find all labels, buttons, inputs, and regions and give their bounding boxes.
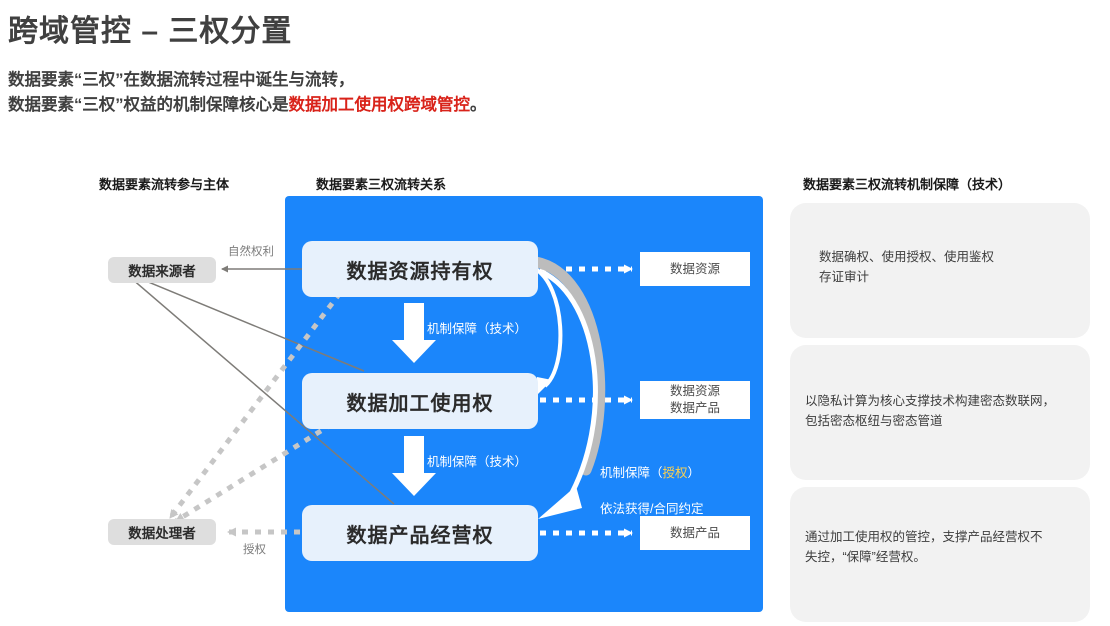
panel-label-auth-suffix: ） — [687, 466, 701, 480]
subject-data-source[interactable]: 数据来源者 — [108, 257, 216, 283]
column-heading-subjects: 数据要素流转参与主体 — [99, 177, 230, 192]
edge-label-authorize: 授权 — [243, 544, 266, 556]
subtitle-highlight: 数据加工使用权跨域管控 — [288, 96, 471, 114]
tech-card-2-text: 以隐私计算为核心支撑技术构建密态数联网， 包括密态枢纽与密态管道 — [805, 394, 1056, 428]
panel-label-mechanism-tech-1: 机制保障（技术） — [427, 322, 528, 336]
subtitle-line-1: 数据要素“三权”在数据流转过程中诞生与流转， — [8, 71, 355, 89]
subtitle-line-2-suffix: 。 — [470, 96, 487, 114]
tech-card-privacy-computing: 以隐私计算为核心支撑技术构建密态数联网， 包括密态枢纽与密态管道 — [790, 345, 1090, 480]
output-box-data-resource: 数据资源 — [640, 252, 750, 286]
tech-card-operation-control: 通过加工使用权的管控，支撑产品经营权不 失控，“保障”经营权。 — [790, 487, 1090, 622]
subject-data-processor[interactable]: 数据处理者 — [108, 519, 216, 545]
panel-label-auth-prefix: 机制保障（ — [600, 466, 663, 480]
right-box-holding[interactable]: 数据资源持有权 — [302, 241, 538, 297]
page-title: 跨域管控 – 三权分置 — [8, 15, 293, 48]
output-box-data-resource-product: 数据资源 数据产品 — [640, 381, 750, 419]
column-heading-rights: 数据要素三权流转关系 — [316, 177, 447, 192]
subtitle: 数据要素“三权”在数据流转过程中诞生与流转， 数据要素“三权”权益的机制保障核心… — [8, 68, 487, 118]
panel-label-mechanism-authorization: 机制保障（授权） 依法获得/合同约定 — [600, 446, 703, 536]
panel-label-auth-line-2: 依法获得/合同约定 — [600, 502, 704, 516]
panel-label-auth-line-1: 机制保障（授权） — [600, 464, 703, 482]
tech-card-confirmation: 数据确权、使用授权、使用鉴权 存证审计 — [790, 203, 1090, 338]
tech-card-1-text: 数据确权、使用授权、使用鉴权 存证审计 — [819, 250, 995, 284]
column-heading-tech: 数据要素三权流转机制保障（技术） — [803, 177, 1012, 192]
tech-card-3-text: 通过加工使用权的管控，支撑产品经营权不 失控，“保障”经营权。 — [805, 530, 1043, 564]
right-box-product-operation[interactable]: 数据产品经营权 — [302, 505, 538, 561]
panel-label-auth-amber: 授权 — [662, 466, 688, 480]
subtitle-line-2: 数据要素“三权”权益的机制保障核心是数据加工使用权跨域管控。 — [8, 93, 487, 118]
panel-label-mechanism-tech-2: 机制保障（技术） — [427, 455, 528, 469]
subtitle-line-2-prefix: 数据要素“三权”权益的机制保障核心是 — [8, 96, 289, 114]
output-box-data-product: 数据产品 — [640, 516, 750, 550]
edge-label-natural-right: 自然权利 — [228, 246, 274, 258]
right-box-processing-use[interactable]: 数据加工使用权 — [302, 373, 538, 429]
